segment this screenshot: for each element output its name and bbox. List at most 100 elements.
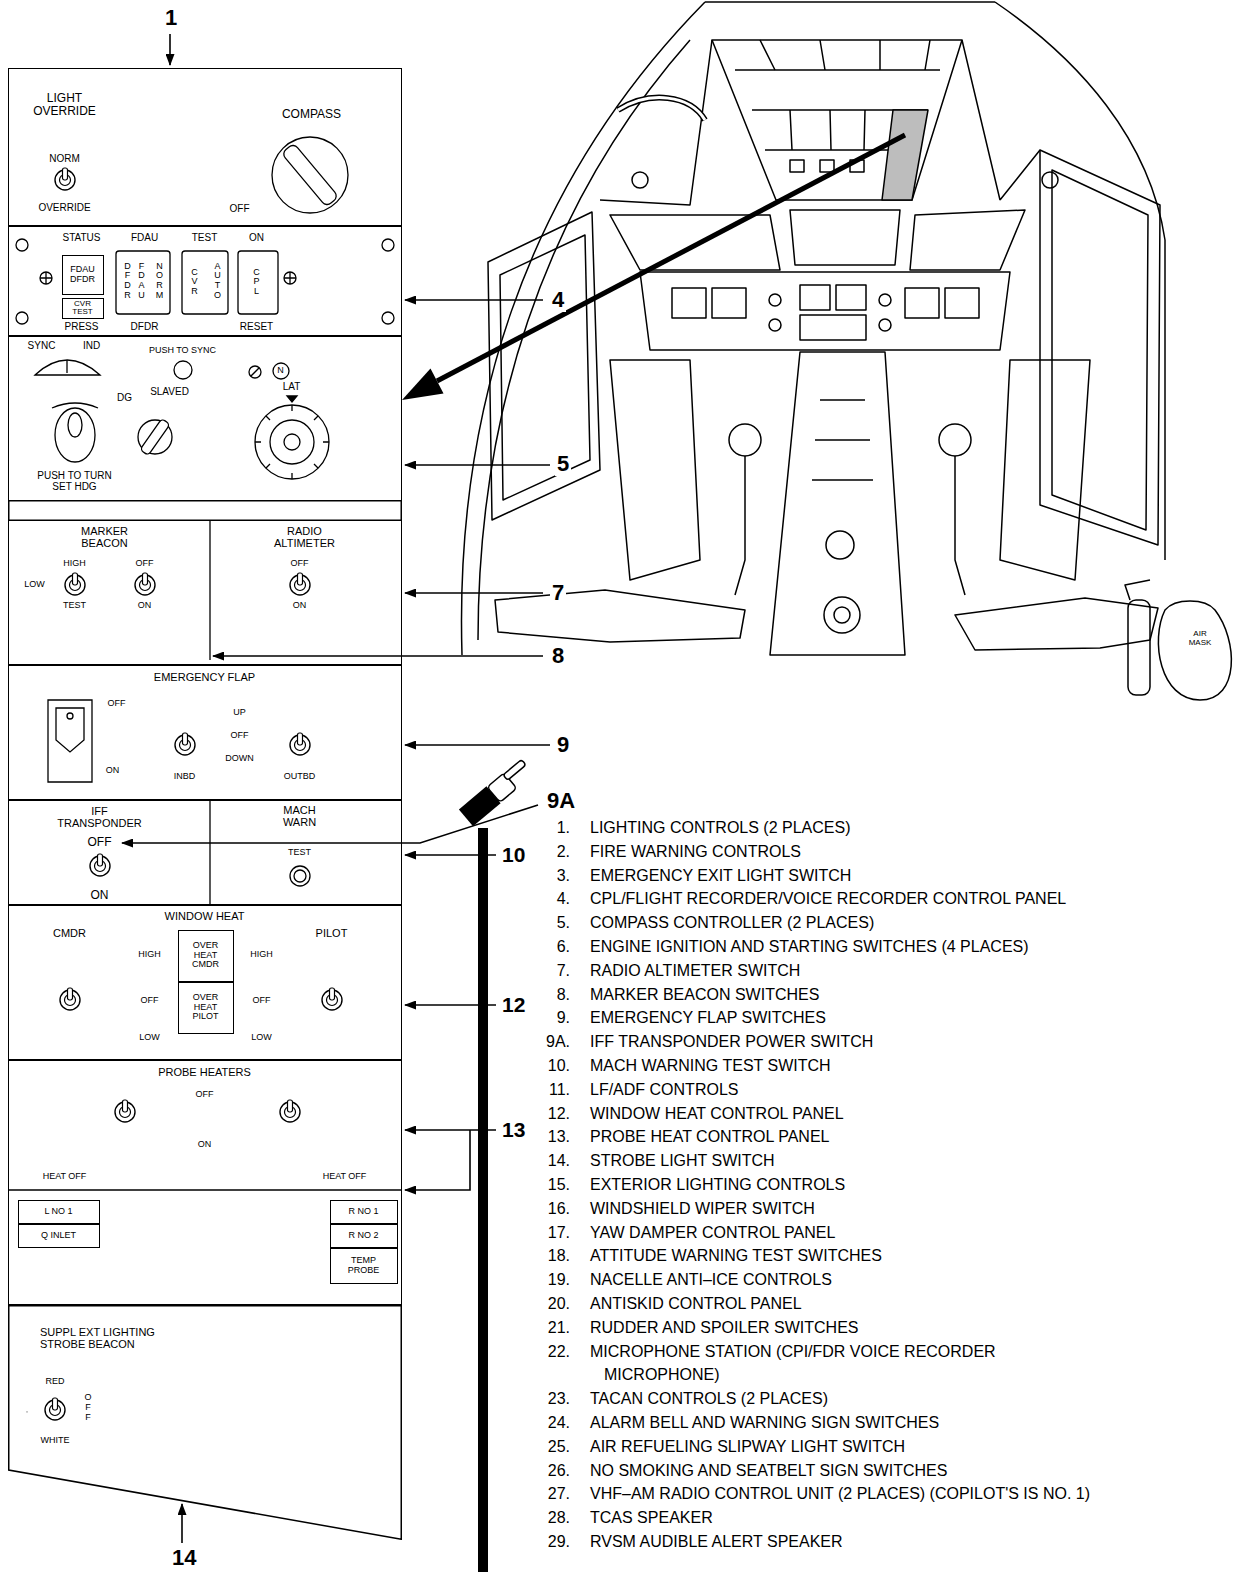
indicator-text: OVER HEAT [190,993,222,1013]
list-number: 7. [557,959,570,983]
panel-label: IND [83,340,100,351]
list-number: 22. [548,1340,570,1364]
annunciator-box: TEMP PROBE [330,1248,398,1284]
list-text: WINDOW HEAT CONTROL PANEL [590,1102,844,1126]
callout-number: 5 [555,452,571,476]
panel-label: CVR [190,268,198,298]
list-text: YAW DAMPER CONTROL PANEL [590,1221,835,1245]
list-text: EMERGENCY EXIT LIGHT SWITCH [590,864,851,888]
panel-label: TEST [63,601,86,611]
control-panel: STATUSFDAUTESTONPRESSDFDRRESETDFDRFDAUNO… [8,226,402,336]
panel-label: LOW [251,1033,272,1043]
list-number: 4. [557,887,570,911]
control-panel: LIGHT OVERRIDECOMPASSNORMOVERRIDEOFF [8,68,402,226]
panel-label: EMERGENCY FLAP [154,671,255,683]
panel-label: SYNC [28,340,56,351]
callout-number: 12 [500,993,527,1016]
list-text: WINDSHIELD WIPER SWITCH [590,1197,815,1221]
callout-number: 9A [545,789,577,813]
annunciator-box: OVER HEATCMDR [178,930,234,982]
panel-label: OFF [231,731,249,741]
list-number: 9A. [546,1030,570,1054]
panel-label: ON [293,601,307,611]
callout-number: 14 [170,1546,198,1570]
list-text: MARKER BEACON SWITCHES [590,983,819,1007]
panel-label: OFF [141,996,159,1006]
list-text: CPL/FLIGHT RECORDER/VOICE RECORDER CONTR… [590,887,1066,911]
list-text: MICROPHONE STATION (CPI/FDR VOICE RECORD… [590,1340,1104,1388]
indicator-text: TEMP PROBE [341,1256,386,1276]
list-number: 16. [548,1197,570,1221]
annunciator-box: L NO 1 [18,1200,100,1224]
indicator-text: OVER HEAT [190,941,222,961]
panel-label: DFDR [123,262,131,302]
list-text: MACH WARNING TEST SWITCH [590,1054,831,1078]
list-number: 5. [557,911,570,935]
panel-label: MACH WARN [272,804,327,828]
list-text: ANTISKID CONTROL PANEL [590,1292,802,1316]
annunciator-box: FDAU DFDR [62,255,104,295]
panel-label: PRESS [65,321,99,332]
indicator-text: FDAU DFDR [68,265,98,285]
list-text: TACAN CONTROLS (2 PLACES) [590,1387,828,1411]
panel-label: TEST [192,232,218,243]
list-number: 6. [557,935,570,959]
panel-label: OFF [196,1090,214,1100]
list-text: STROBE LIGHT SWITCH [590,1149,775,1173]
annunciator-box: R NO 1 [330,1200,398,1224]
panel-label: PILOT [316,927,348,939]
panel-label: FDAU [137,262,145,302]
indicator-text: PILOT [192,1012,218,1022]
panel-label: WHITE [41,1436,70,1446]
panel-label: OFF [230,203,250,214]
list-number: 27. [548,1482,570,1506]
control-panel: WINDOW HEATCMDRPILOTHIGHOFFLOWHIGHOFFLOW… [8,905,402,1060]
list-number: 2. [557,840,570,864]
panel-label: OFF [136,559,154,569]
annunciator-box: OVER HEATPILOT [178,982,234,1034]
panel-label: OFF [291,559,309,569]
list-number: 10. [548,1054,570,1078]
panel-label: SLAVED [150,386,189,397]
list-text: TCAS SPEAKER [590,1506,713,1530]
list-text: AIR REFUELING SLIPWAY LIGHT SWITCH [590,1435,905,1459]
list-text: RADIO ALTIMETER SWITCH [590,959,800,983]
control-panel: EMERGENCY FLAPOFFONUPOFFDOWNINBDOUTBD [8,665,402,800]
panel-label: FDAU [131,232,158,243]
annunciator-box: Q INLET [18,1224,100,1248]
panel-label: PUSH TO TURN SET HDG [30,470,120,492]
panel-label: SUPPL EXT LIGHTING STROBE BEACON [40,1326,180,1350]
panel-label: HIGH [63,559,86,569]
panel-label: OVERRIDE [38,202,90,213]
list-number: 21. [548,1316,570,1340]
list-text: ATTITUDE WARNING TEST SWITCHES [590,1244,882,1268]
panel-label: HEAT OFF [323,1172,367,1182]
list-text: NACELLE ANTI–ICE CONTROLS [590,1268,832,1292]
panel-label: N [277,366,284,376]
list-number: 17. [548,1221,570,1245]
panel-label: CMDR [53,927,86,939]
panel-label: LOW [24,580,45,590]
list-number: 24. [548,1411,570,1435]
callout-number: 9 [555,733,571,757]
panel-label: LAT [283,381,301,392]
panel-label: UP [233,708,246,718]
panel-label: HEAT OFF [43,1172,87,1182]
list-text: LIGHTING CONTROLS (2 PLACES) [590,816,851,840]
list-text: EMERGENCY FLAP SWITCHES [590,1006,826,1030]
panel-label: MARKER BEACON [70,525,140,549]
panel-label: INBD [174,772,196,782]
callout-number: 1 [163,6,179,30]
panel-label: DG [117,392,132,403]
panel-label: OFF [84,1393,92,1423]
panel-label: HIGH [138,950,161,960]
panel-label: HIGH [250,950,273,960]
panel-label: ON [249,232,264,243]
panel-label: STATUS [63,232,101,243]
list-text: NO SMOKING AND SEATBELT SIGN SWITCHES [590,1459,947,1483]
panel-label: OFF [88,836,112,849]
callout-number: 13 [500,1118,527,1141]
list-number: 11. [549,1078,570,1102]
list-number: 20. [548,1292,570,1316]
